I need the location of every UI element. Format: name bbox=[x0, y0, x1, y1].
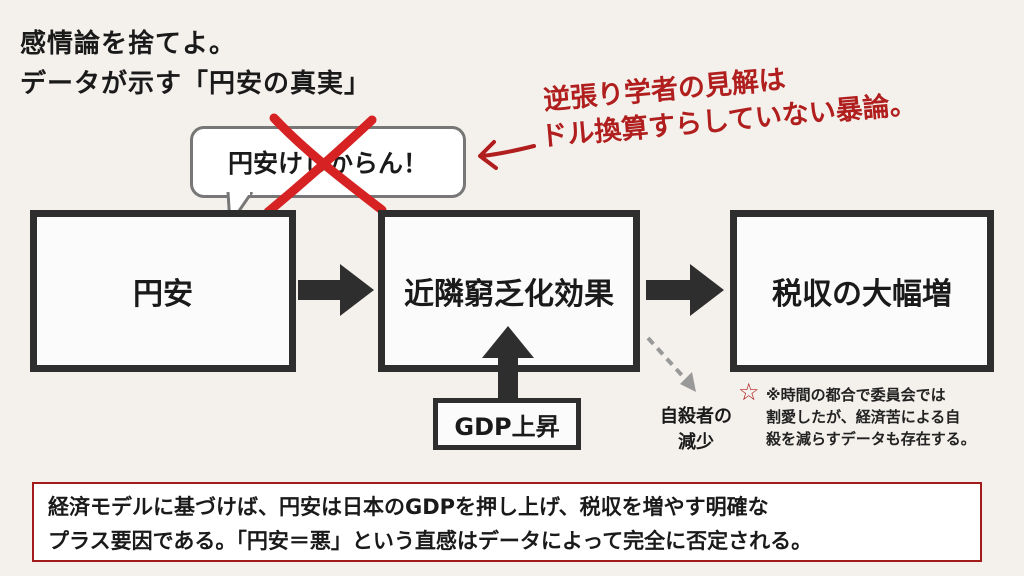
title-line-2: データが示す「円安の真実」 bbox=[20, 69, 372, 99]
conclusion-line-1: 経済モデルに基づけば、円安は日本のGDPを押し上げ、税収を増やす明確な bbox=[48, 495, 769, 519]
flow-box-weak-yen-label: 円安 bbox=[133, 277, 193, 312]
arrow-right-icon bbox=[298, 264, 374, 316]
side-effect-label: 自殺者の 減少 bbox=[656, 404, 736, 456]
flow-box-beggar-thy-neighbor-label: 近隣窮乏化効果 bbox=[404, 277, 614, 312]
flow-box-tax-revenue-label: 税収の大幅増 bbox=[772, 277, 952, 312]
footnote: ※時間の都合で委員会では 割愛したが、経済苦による自 殺を減らすデータも存在する… bbox=[766, 384, 1016, 450]
footnote-line-2: 割愛したが、経済苦による自 bbox=[766, 408, 961, 426]
speech-bubble: 円安けしからん！ bbox=[190, 126, 466, 198]
footnote-line-3: 殺を減らすデータも存在する。 bbox=[766, 430, 976, 448]
cross-out-mark bbox=[263, 113, 387, 216]
dashed-arrow-icon bbox=[646, 336, 696, 392]
page-title: 感情論を捨てよ。 データが示す「円安の真実」 bbox=[20, 24, 371, 104]
flow-input-gdp-rise-label: GDP上昇 bbox=[454, 412, 560, 441]
star-icon: ☆ bbox=[738, 378, 760, 406]
rebuttal-text: 逆張り学者の見解は ドル換算すらしていない暴論。 bbox=[536, 51, 918, 156]
conclusion-box: 経済モデルに基づけば、円安は日本のGDPを押し上げ、税収を増やす明確な プラス要… bbox=[32, 482, 982, 562]
flow-box-tax-revenue: 税収の大幅増 bbox=[730, 210, 994, 372]
rebuttal-arrow-icon bbox=[478, 140, 536, 170]
arrow-right-icon bbox=[646, 264, 724, 316]
arrow-up-icon bbox=[482, 326, 534, 400]
title-line-1: 感情論を捨てよ。 bbox=[20, 29, 237, 59]
side-effect-line-2: 減少 bbox=[678, 432, 714, 453]
flow-box-weak-yen: 円安 bbox=[30, 210, 296, 372]
footnote-line-1: ※時間の都合で委員会では bbox=[766, 386, 946, 404]
flow-input-gdp-rise: GDP上昇 bbox=[433, 398, 581, 450]
conclusion-line-2: プラス要因である。「円安＝悪」という直感はデータによって完全に否定される。 bbox=[48, 529, 813, 553]
side-effect-line-1: 自殺者の bbox=[660, 406, 732, 427]
